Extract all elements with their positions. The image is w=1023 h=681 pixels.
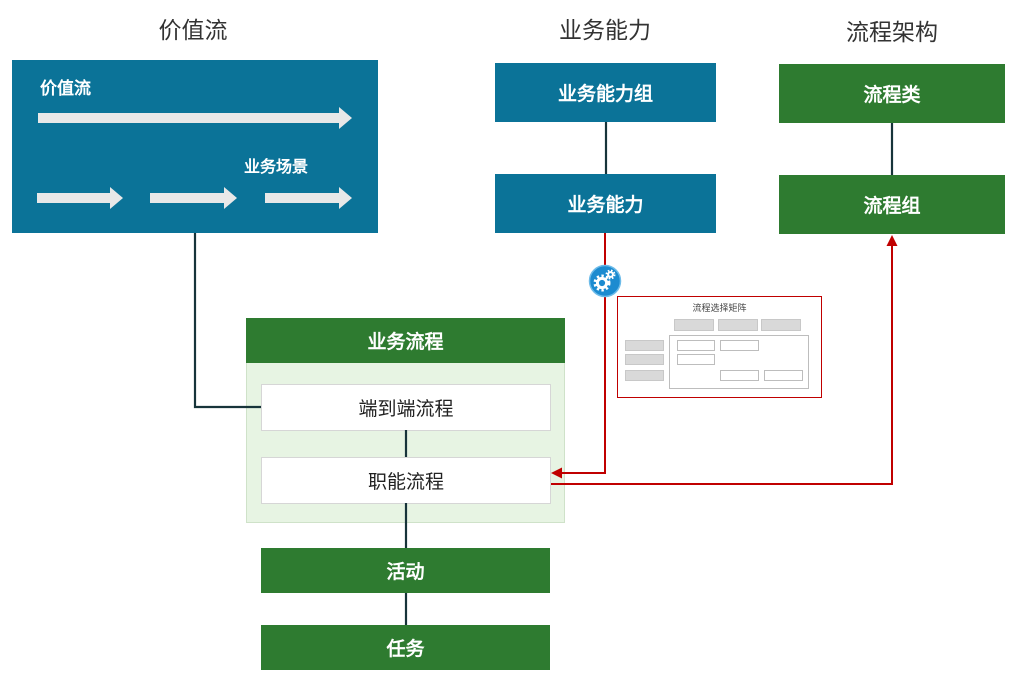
scenario-arrow-icon bbox=[265, 187, 352, 209]
value-stream-heading: 价值流 bbox=[158, 17, 228, 43]
value-stream-arrows bbox=[37, 107, 352, 209]
value-stream-box: 价值流 业务场景 bbox=[12, 60, 378, 233]
task-box[interactable]: 任务 bbox=[261, 625, 550, 670]
capability-label: 业务能力 bbox=[567, 195, 644, 216]
business-process-header[interactable]: 业务流程 bbox=[246, 318, 565, 363]
value-stream-label: 价值流 bbox=[40, 79, 91, 98]
process-group-box[interactable]: 流程组 bbox=[779, 175, 1005, 234]
task-label: 任务 bbox=[386, 639, 425, 660]
activity-box[interactable]: 活动 bbox=[261, 548, 550, 593]
end-to-end-process-label: 端到端流程 bbox=[358, 399, 454, 420]
matrix-row-header-cell bbox=[625, 370, 664, 381]
matrix-row-header-cell bbox=[625, 340, 664, 351]
matrix-header-cell bbox=[718, 319, 758, 331]
capability-group-box[interactable]: 业务能力组 bbox=[495, 63, 716, 122]
capability-box[interactable]: 业务能力 bbox=[495, 174, 716, 233]
activity-label: 活动 bbox=[386, 562, 425, 583]
process-selection-matrix: 流程选择矩阵 bbox=[617, 296, 822, 398]
matrix-header-cell bbox=[761, 319, 801, 331]
value-stream-long-arrow-icon bbox=[38, 107, 352, 129]
matrix-cell bbox=[720, 340, 759, 351]
matrix-cell bbox=[764, 370, 803, 381]
process-category-label: 流程类 bbox=[863, 85, 921, 106]
process-architecture-heading: 流程架构 bbox=[846, 19, 938, 45]
matrix-title: 流程选择矩阵 bbox=[692, 303, 747, 313]
scenario-arrow-icon bbox=[37, 187, 123, 209]
gears-icon[interactable] bbox=[588, 264, 622, 298]
functional-process-box[interactable]: 职能流程 bbox=[261, 457, 551, 504]
business-capability-heading: 业务能力 bbox=[559, 17, 651, 43]
matrix-cell bbox=[720, 370, 759, 381]
matrix-row-header-cell bbox=[625, 354, 664, 365]
matrix-cell bbox=[677, 340, 715, 351]
arrowhead-up-icon bbox=[886, 235, 898, 246]
functional-process-label: 职能流程 bbox=[367, 472, 444, 493]
capability-group-label: 业务能力组 bbox=[557, 84, 653, 105]
scenario-arrow-icon bbox=[150, 187, 237, 209]
matrix-header-cell bbox=[674, 319, 714, 331]
business-scenario-label: 业务场景 bbox=[244, 159, 309, 176]
end-to-end-process-box[interactable]: 端到端流程 bbox=[261, 384, 551, 431]
business-process-container: 业务流程 端到端流程 职能流程 bbox=[246, 318, 565, 523]
process-group-label: 流程组 bbox=[863, 196, 921, 217]
process-category-box[interactable]: 流程类 bbox=[779, 64, 1005, 123]
business-process-title: 业务流程 bbox=[367, 332, 444, 353]
matrix-cell bbox=[677, 354, 715, 365]
